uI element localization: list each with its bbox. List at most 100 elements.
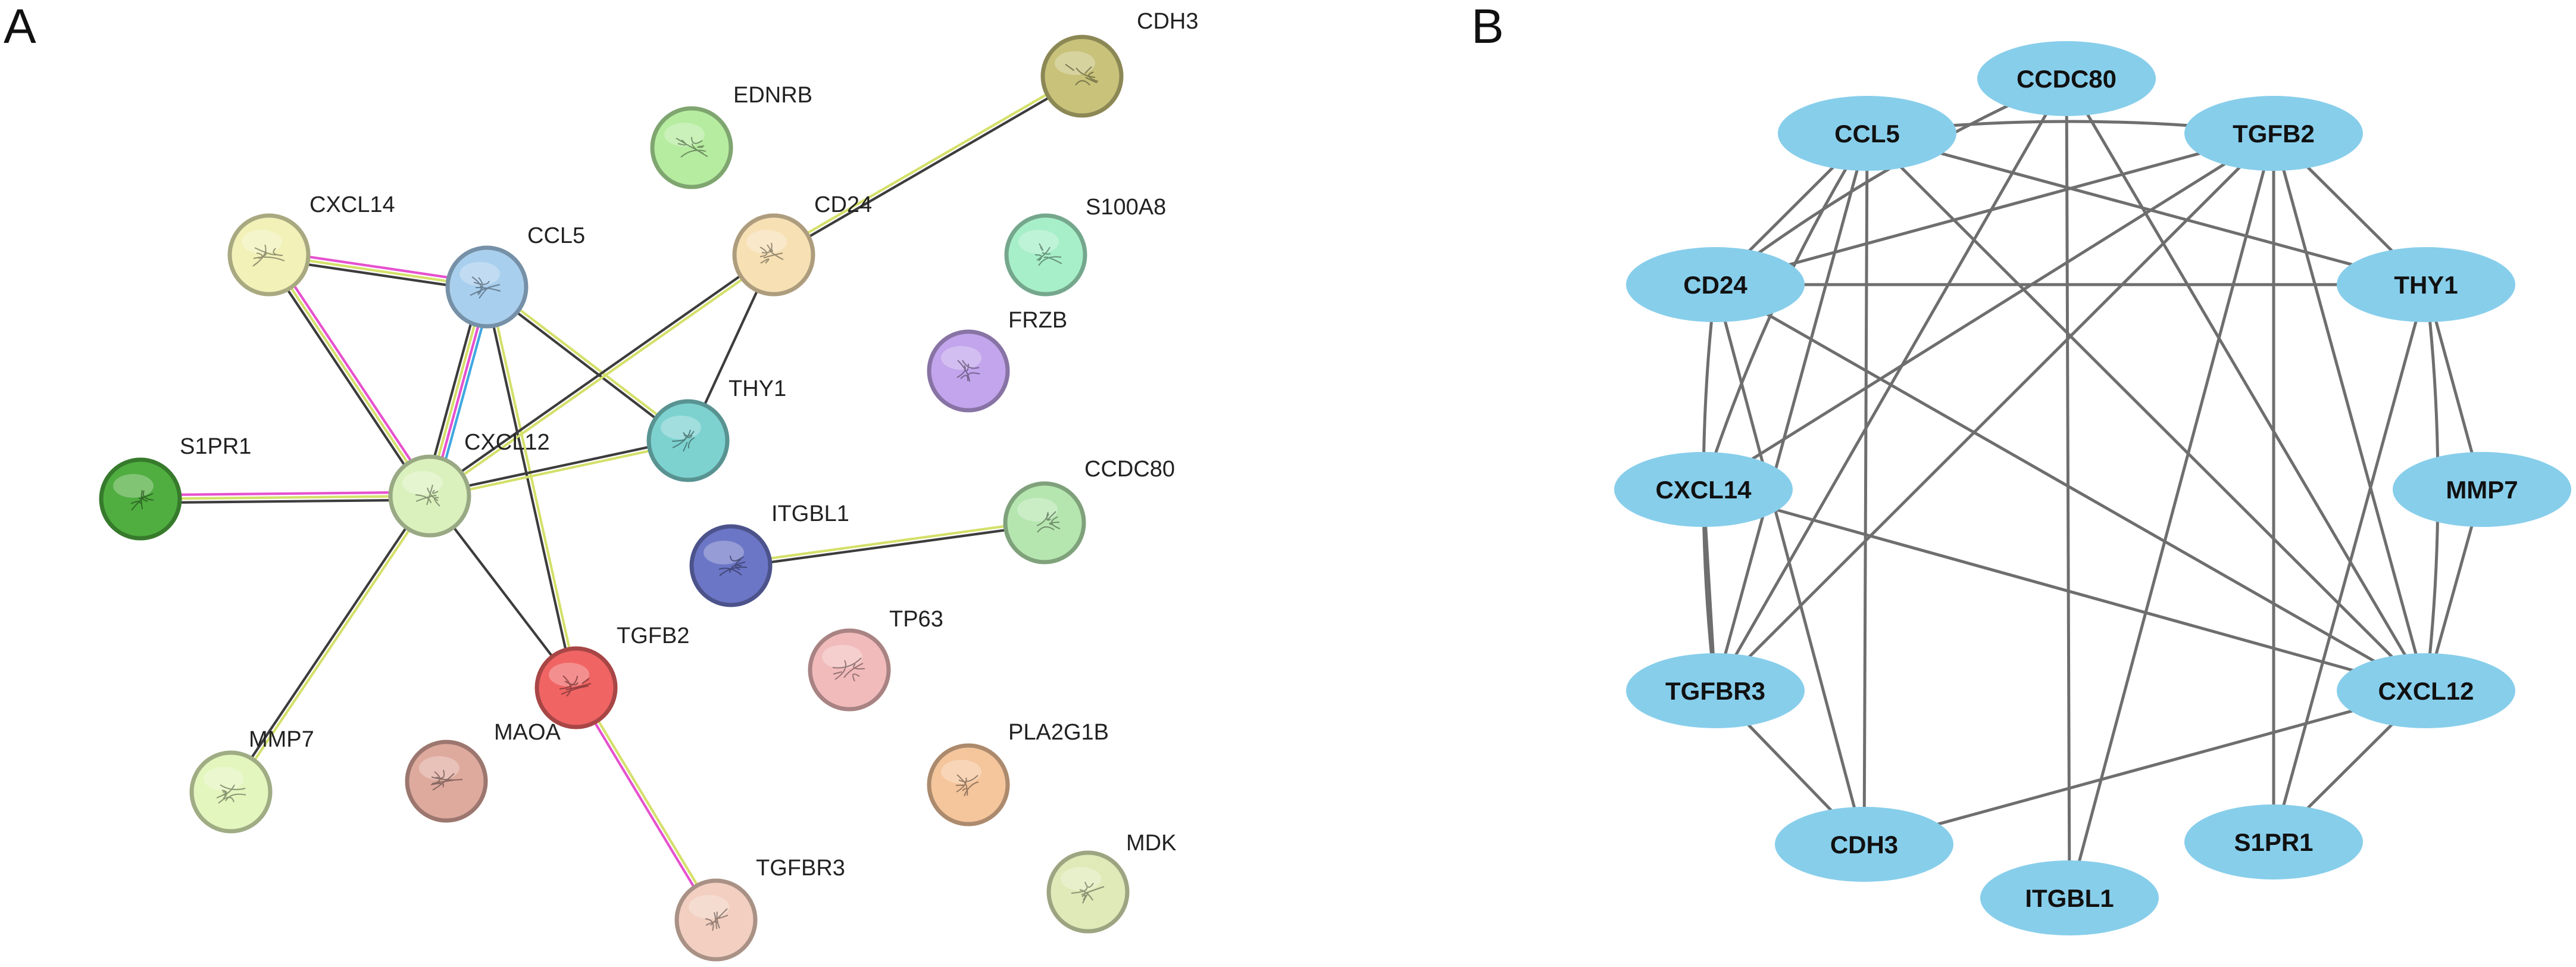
node-label: CCL5 [527,223,585,248]
node-cdh3[interactable]: CDH3 [1775,807,1953,882]
node-tgfbr3[interactable]: TGFBR3 [674,856,845,962]
node-circle [689,524,773,607]
edge-cxcl12-mmp7 [228,494,433,794]
node-s1pr1[interactable]: S1PR1 [2184,804,2363,879]
edge-thy1-cxcl12 [428,437,690,500]
node-tgfb2[interactable]: TGFB2 [2184,96,2363,171]
node-label: S1PR1 [180,434,251,459]
node-ellipse [1977,41,2156,116]
protein-structure-glyph [130,489,154,511]
node-label: CDH3 [1137,9,1198,34]
panel-b-label: B [1471,0,1504,54]
protein-structure-glyph [1071,881,1105,904]
node-mmp7[interactable]: MMP7 [189,727,314,834]
edge-cd24-cdh3 [1714,284,1866,845]
evidence-line [427,252,774,496]
node-ednrb[interactable]: EDNRB [650,83,812,189]
node-itgbl1[interactable]: ITGBL1 [1980,860,2159,935]
node-highlight [664,123,705,146]
node-circle [1040,35,1124,118]
edge-tgfb2-cxcl12 [2272,133,2428,691]
node-circle [445,245,529,329]
edge-cd24-cdh3 [771,73,1084,258]
evidence-line [730,523,1046,569]
node-mmp7[interactable]: MMP7 [2393,452,2571,527]
node-ellipse [2184,96,2363,171]
node-label: CCDC80 [1084,457,1175,482]
protein-structure-glyph [759,242,784,264]
node-label: EDNRB [733,83,812,108]
node-highlight [402,471,443,495]
evidence-line [428,437,689,495]
node-label: CXCL12 [464,430,550,455]
node-thy1[interactable]: THY1 [2337,247,2515,322]
node-pla2g1b[interactable]: PLA2G1B [927,720,1109,826]
evidence-line [267,253,432,498]
node-label: CD24 [814,192,872,217]
node-highlight [242,230,282,254]
node-tgfb2[interactable]: TGFB2 [534,623,689,729]
node-ellipse [1614,452,1793,527]
protein-structure-glyph [470,276,501,299]
node-s1pr1[interactable]: S1PR1 [99,434,251,541]
node-itgbl1[interactable]: ITGBL1 [689,501,849,607]
node-cdh3[interactable]: CDH3 [1040,9,1198,118]
node-highlight [689,895,729,919]
protein-structure-glyph [1065,64,1099,86]
node-circle [1004,213,1087,297]
node-circle [646,399,730,482]
evidence-line [573,687,716,922]
cytoscape-edges [1702,77,2484,899]
node-highlight [549,663,589,687]
node-highlight [941,760,981,784]
evidence-line [487,285,580,689]
node-mdk[interactable]: MDK [1046,831,1176,934]
node-label: THY1 [2394,271,2458,299]
evidence-line [773,76,1084,258]
node-highlight [459,262,500,286]
node-tgfbr3[interactable]: TGFBR3 [1626,653,1805,728]
node-label: S1PR1 [2234,828,2313,856]
node-maoa[interactable]: MAOA [405,720,561,823]
node-tp63[interactable]: TP63 [808,607,943,712]
evidence-line [231,495,433,794]
edge-ccl5-cdh3 [1862,133,1869,845]
node-label: CXCL12 [2378,677,2474,705]
node-label: TGFBR3 [756,856,845,881]
node-label: CCL5 [1834,120,1900,148]
node-ccdc80[interactable]: CCDC80 [1003,457,1175,564]
node-label: THY1 [729,376,786,401]
edge-cd24-cxcl12 [427,252,776,499]
edge-ccl5-tgfb2 [483,285,580,690]
node-ccdc80[interactable]: CCDC80 [1977,41,2156,116]
evidence-line [271,251,434,495]
node-ellipse [2184,804,2363,879]
edge-ccdc80-cxcl12 [2065,77,2428,692]
node-label: ITGBL1 [2025,884,2114,912]
node-ccl5[interactable]: CCL5 [445,223,585,329]
node-thy1[interactable]: THY1 [646,376,786,482]
node-cd24[interactable]: CD24 [1626,247,1805,322]
node-label: CDH3 [1830,831,1898,859]
node-circle [927,743,1010,826]
panel-a-label: A [4,0,36,54]
node-frzb[interactable]: FRZB [927,308,1067,413]
node-highlight [113,474,154,498]
evidence-line [139,498,432,504]
node-cxcl12[interactable]: CXCL12 [388,430,550,538]
evidence-line [139,494,432,501]
node-highlight [941,346,981,370]
edge-cxcl14-cxcl12 [264,251,434,500]
protein-structure-glyph [216,784,246,804]
node-cxcl14[interactable]: CXCL14 [227,192,395,297]
protein-structure-glyph [1034,243,1062,266]
node-s100a8[interactable]: S100A8 [1004,195,1166,297]
node-cd24[interactable]: CD24 [732,192,872,297]
node-cxcl12[interactable]: CXCL12 [2337,653,2515,728]
node-ellipse [1778,96,1956,171]
edge-ccl5-thy1 [484,284,691,444]
node-cxcl14[interactable]: CXCL14 [1614,452,1793,527]
node-ellipse [1626,653,1805,728]
node-ccl5[interactable]: CCL5 [1778,96,1956,171]
